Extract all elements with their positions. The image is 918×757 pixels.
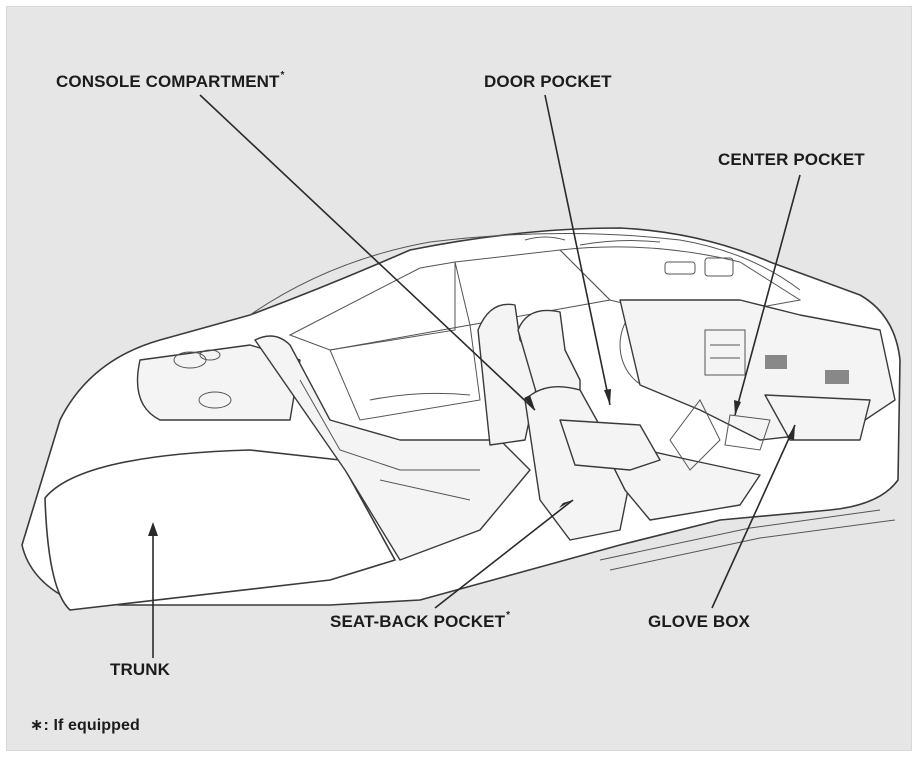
rear-seat xyxy=(254,335,531,561)
gear-shifter xyxy=(669,399,721,471)
door-sill xyxy=(599,509,881,561)
rear-view-mirror xyxy=(664,261,696,275)
sun-visor xyxy=(704,257,734,277)
arrow-trunk xyxy=(148,522,158,536)
windshield xyxy=(558,246,802,321)
label-console-compartment: CONSOLE COMPARTMENT* xyxy=(56,70,285,91)
label-center-pocket: CENTER POCKET xyxy=(718,150,865,169)
label-glove-box: GLOVE BOX xyxy=(648,612,750,631)
arrow-seatback xyxy=(559,500,573,508)
arrow-center xyxy=(734,400,741,415)
vent-right xyxy=(825,370,849,384)
leader-door xyxy=(544,94,611,406)
rear-window xyxy=(288,261,456,351)
label-trunk: TRUNK xyxy=(110,660,170,679)
footnote-if-equipped: ∗: If equipped xyxy=(30,717,140,734)
vent-left xyxy=(765,355,787,369)
rear-door xyxy=(329,324,481,421)
leader-glovebox xyxy=(711,424,796,609)
label-door-pocket: DOOR POCKET xyxy=(484,72,612,91)
glove-box xyxy=(764,394,871,441)
leader-seatback xyxy=(434,499,574,609)
arrow-console xyxy=(524,395,535,410)
center-console xyxy=(559,419,661,471)
arrow-door xyxy=(604,389,611,405)
speaker-right xyxy=(198,391,232,409)
center-stack xyxy=(704,329,746,376)
label-seat-back-pocket: SEAT-BACK POCKET* xyxy=(330,610,511,631)
roof-line xyxy=(249,232,801,316)
arrow-glovebox xyxy=(787,425,795,440)
leader-console xyxy=(199,94,536,411)
leader-center xyxy=(734,174,801,416)
trunk-area xyxy=(44,449,396,611)
